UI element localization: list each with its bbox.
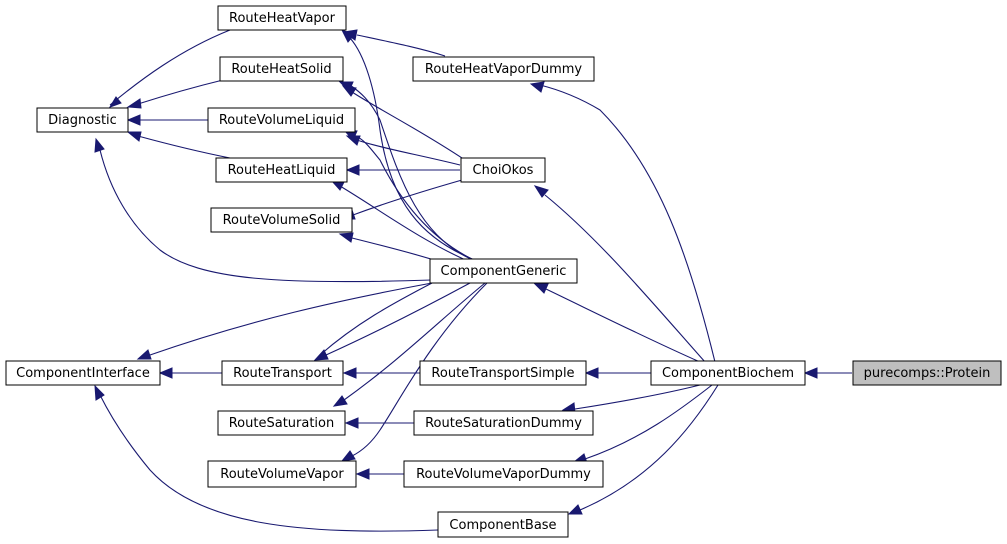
node-route-heat-vapor[interactable]: RouteHeatVapor — [217, 5, 347, 31]
arrow-head — [567, 504, 583, 515]
node-route-volume-solid[interactable]: RouteVolumeSolid — [210, 207, 353, 233]
arrow-head — [342, 367, 357, 379]
node-component-biochem-label: ComponentBiochem — [662, 366, 794, 381]
edge-componentbiochem-to-choiokos — [544, 194, 706, 363]
arrow-head — [332, 395, 348, 407]
edge-componentgeneric-to-routetransport-a — [325, 282, 471, 356]
node-route-heat-liquid[interactable]: RouteHeatLiquid — [215, 157, 348, 183]
node-choi-okos[interactable]: ChoiOkos — [460, 157, 546, 183]
edge-choiokos-to-routevolumeliquid — [356, 139, 461, 166]
node-route-saturation-dummy[interactable]: RouteSaturationDummy — [413, 410, 594, 436]
edge-componentgeneric-to-routevolumesolid — [351, 237, 441, 263]
edge-choiokos-to-routevolumesolid — [352, 179, 463, 216]
node-route-saturation[interactable]: RouteSaturation — [217, 410, 346, 436]
edge-componentgeneric-to-routetransport-b — [319, 282, 433, 356]
node-component-interface[interactable]: ComponentInterface — [5, 360, 161, 386]
edge-componentbiochem-to-routevolumevapordummy — [584, 384, 713, 460]
arrow-head — [340, 450, 356, 462]
node-route-transport-simple[interactable]: RouteTransportSimple — [419, 360, 587, 386]
edge-componentgeneric-to-routeheatsolid — [349, 84, 479, 263]
arrow-head — [338, 232, 354, 243]
edge-routeheatsolid-to-diagnostic — [137, 79, 224, 105]
node-route-heat-liquid-label: RouteHeatLiquid — [228, 163, 336, 178]
arrow-head — [533, 283, 549, 294]
node-protein[interactable]: purecomps::Protein — [852, 360, 1002, 386]
node-route-volume-vapor[interactable]: RouteVolumeVapor — [207, 460, 357, 488]
node-route-volume-vapor-dummy[interactable]: RouteVolumeVaporDummy — [403, 460, 604, 488]
arrow-head — [126, 131, 142, 142]
node-route-volume-vapor-dummy-label: RouteVolumeVaporDummy — [416, 467, 591, 482]
node-route-transport[interactable]: RouteTransport — [221, 360, 344, 386]
edge-componentbase-to-componentinterface — [99, 394, 439, 532]
arrow-head — [158, 367, 173, 379]
edge-componentgeneric-to-diagnostic — [99, 149, 433, 283]
node-protein-label: purecomps::Protein — [864, 366, 991, 381]
node-route-volume-liquid-label: RouteVolumeLiquid — [219, 113, 344, 128]
arrow-head — [584, 367, 599, 379]
arrow-head — [136, 349, 152, 360]
arrow-head — [345, 135, 361, 146]
edge-componentbiochem-to-routesaturationdummy — [574, 384, 701, 410]
arrow-head — [94, 384, 105, 401]
arrow-head — [345, 164, 360, 176]
node-choi-okos-label: ChoiOkos — [473, 163, 534, 178]
edge-choiokos-to-routeheatsolid — [351, 91, 466, 161]
node-route-heat-vapor-dummy[interactable]: RouteHeatVaporDummy — [412, 56, 595, 82]
node-route-volume-vapor-label: RouteVolumeVapor — [220, 467, 344, 482]
node-diagnostic-label: Diagnostic — [48, 113, 117, 128]
node-route-heat-solid[interactable]: RouteHeatSolid — [219, 56, 344, 82]
arrow-head — [126, 114, 141, 126]
arrow-head — [341, 85, 357, 97]
node-component-biochem[interactable]: ComponentBiochem — [650, 360, 806, 386]
node-route-volume-liquid[interactable]: RouteVolumeLiquid — [207, 107, 356, 133]
node-component-base[interactable]: ComponentBase — [437, 511, 569, 538]
edge-routeheatliquid-to-diagnostic — [137, 135, 231, 159]
edge-componentgeneric-to-routeheatliquid — [339, 185, 471, 263]
edge-componentgeneric-to-routesaturation — [343, 282, 486, 401]
node-route-transport-simple-label: RouteTransportSimple — [431, 366, 574, 381]
edge-componentgeneric-to-componentinterface — [149, 282, 433, 356]
node-route-heat-vapor-label: RouteHeatVapor — [229, 11, 336, 26]
arrow-head — [803, 367, 818, 379]
node-route-transport-label: RouteTransport — [233, 366, 332, 381]
edge-componentgeneric-to-routevolumevapor — [351, 282, 488, 457]
arrow-head — [344, 417, 359, 429]
edge-componentgeneric-to-routeheatvapor — [349, 37, 481, 263]
node-route-volume-solid-label: RouteVolumeSolid — [223, 213, 341, 228]
arrow-head — [94, 137, 105, 153]
edge-componentbiochem-to-componentbase — [579, 384, 719, 511]
arrow-head — [533, 185, 549, 198]
arrow-head — [108, 96, 122, 108]
node-component-generic-label: ComponentGeneric — [441, 264, 567, 279]
node-route-heat-solid-label: RouteHeatSolid — [231, 62, 331, 77]
node-route-saturation-label: RouteSaturation — [229, 416, 335, 431]
node-route-heat-vapor-dummy-label: RouteHeatVaporDummy — [425, 62, 583, 77]
edge-routeheatvapor-to-diagnostic — [109, 29, 231, 106]
inheritance-edges — [94, 29, 852, 532]
node-route-saturation-dummy-label: RouteSaturationDummy — [425, 416, 582, 431]
arrow-head — [529, 81, 545, 93]
arrow-head — [313, 349, 329, 361]
node-component-interface-label: ComponentInterface — [16, 366, 150, 381]
node-diagnostic[interactable]: Diagnostic — [36, 107, 129, 133]
node-component-base-label: ComponentBase — [449, 518, 556, 533]
edge-componentbiochem-to-routeheatvapordummy — [539, 84, 716, 363]
node-component-generic[interactable]: ComponentGeneric — [429, 258, 578, 284]
edge-componentbiochem-to-componentgeneric — [545, 288, 701, 363]
arrow-head — [342, 29, 358, 41]
edge-routeheatvapordummy-to-routeheatvapor — [356, 34, 446, 57]
arrow-head — [355, 468, 370, 480]
arrow-head — [126, 98, 142, 109]
